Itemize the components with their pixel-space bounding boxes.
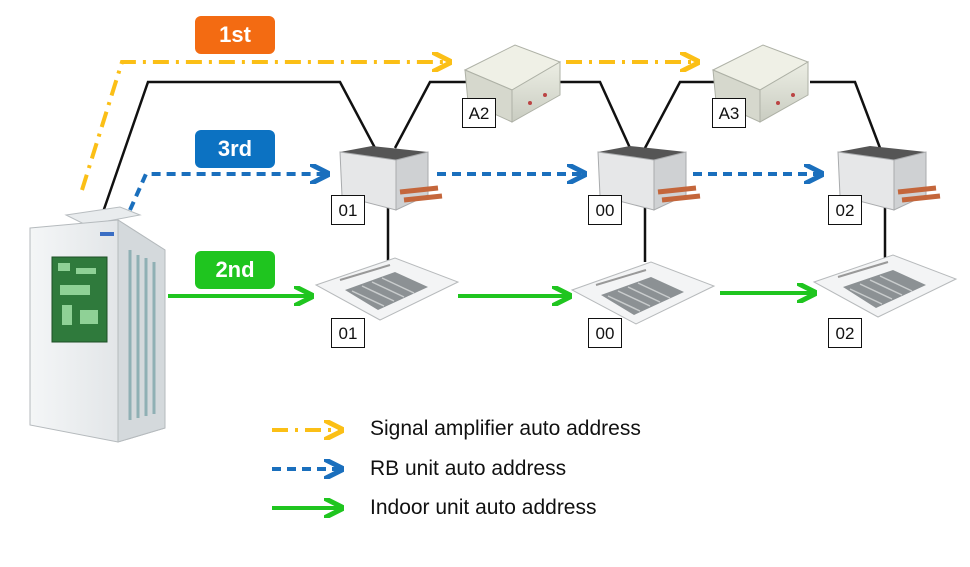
outdoor-unit (29, 206, 166, 443)
rb-unit-address-label: 00 (588, 195, 622, 225)
signal-amplifier-a3 (711, 44, 810, 123)
indoor-unit-address-label: 01 (331, 318, 365, 348)
indoor-address-path (168, 293, 815, 296)
legend-label-rb: RB unit auto address (370, 457, 567, 480)
communication-wiring (100, 80, 887, 262)
amplifier-address-label: A3 (712, 98, 746, 128)
legend-swatches (272, 430, 342, 508)
indoor-unit-3 (812, 254, 958, 318)
amplifier-address-label: A2 (462, 98, 496, 128)
wire-amp-a3-to-rb3 (810, 80, 882, 149)
rb-unit-address-label: 01 (331, 195, 365, 225)
amplifier-address-path (80, 62, 698, 191)
indoor-unit-1 (314, 257, 460, 321)
rb-address-path (128, 174, 822, 211)
wire-rb2-to-amp-a3 (643, 80, 718, 149)
signal-amplifier-a2 (463, 44, 562, 123)
indoor-unit-2 (570, 261, 716, 325)
step-badge-second: 2nd (195, 251, 275, 289)
rb-unit-address-label: 02 (828, 195, 862, 225)
step-badge-third: 3rd (195, 130, 275, 168)
indoor-unit-address-label: 02 (828, 318, 862, 348)
legend-label-amplifier: Signal amplifier auto address (370, 417, 641, 440)
indoor-unit-address-label: 00 (588, 318, 622, 348)
wire-amp-a2-to-rb2 (560, 80, 632, 149)
legend-label-indoor: Indoor unit auto address (370, 496, 597, 519)
wire-outdoor-to-rb (100, 80, 377, 216)
wire-rb1-to-amp-a2 (393, 80, 470, 149)
step-badge-first: 1st (195, 16, 275, 54)
